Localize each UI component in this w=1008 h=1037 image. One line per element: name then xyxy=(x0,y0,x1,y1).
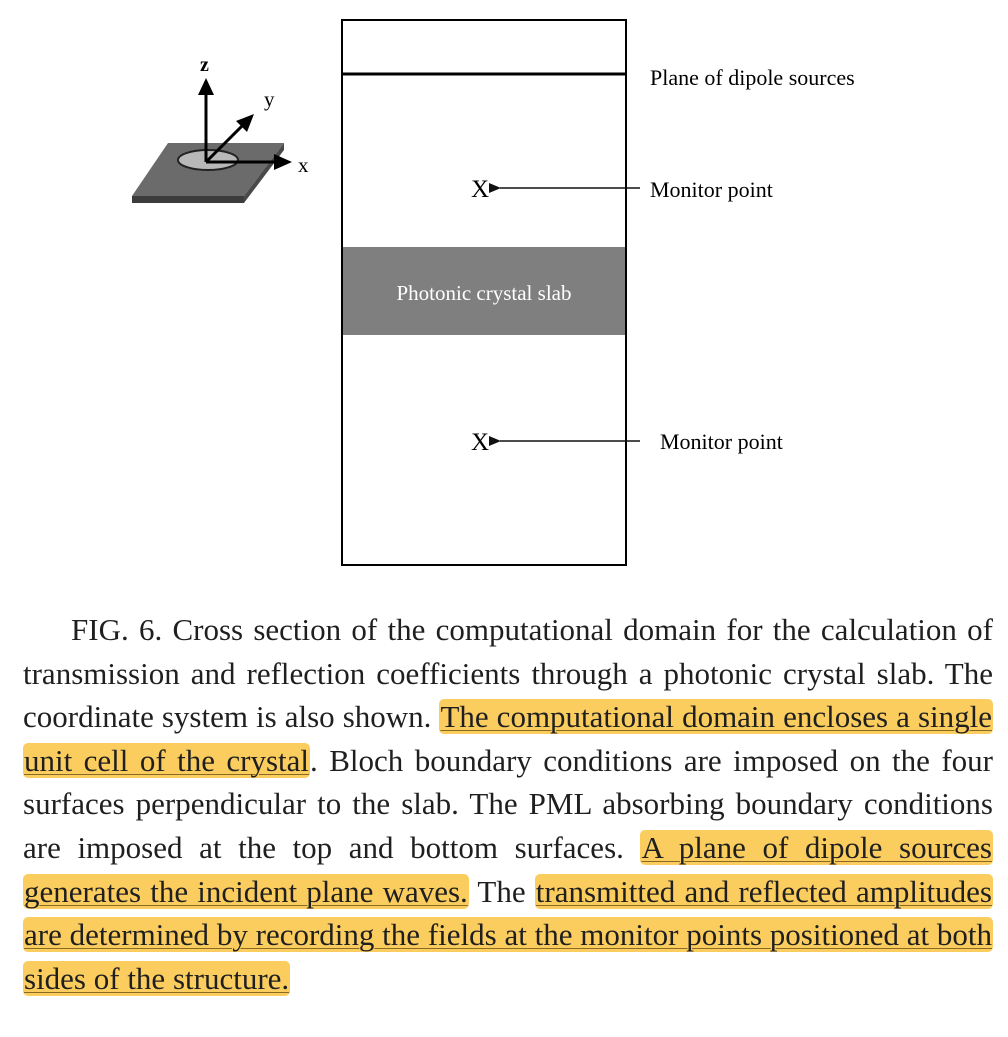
slab-label: Photonic crystal slab xyxy=(397,281,572,305)
y-axis-label: y xyxy=(264,87,275,111)
caption-text-part3: The xyxy=(468,873,535,909)
annotation-monitor-upper: Monitor point xyxy=(650,177,773,202)
x-axis-label: x xyxy=(298,153,309,177)
y-axis-arrowhead xyxy=(236,114,254,132)
caption-text-part2: . Bloch boundary conditions are imposed … xyxy=(23,742,993,865)
photonic-crystal-slab xyxy=(343,247,625,335)
figure-caption: FIG. 6. Cross section of the computation… xyxy=(23,608,993,1000)
coordinate-system: z y x xyxy=(132,54,309,203)
z-axis-label: z xyxy=(200,54,209,76)
computational-domain xyxy=(341,19,627,566)
caption-text-part1: FIG. 6. Cross section of the computation… xyxy=(23,612,993,735)
x-axis-arrowhead xyxy=(274,154,292,170)
annotation-monitor-lower: Monitor point xyxy=(660,429,783,454)
substrate-plate xyxy=(132,143,284,203)
y-axis xyxy=(204,123,245,164)
monitor-point-upper-marker: X xyxy=(471,176,489,203)
annotation-dipole-plane: Plane of dipole sources xyxy=(650,65,855,90)
monitor-point-lower-marker: X xyxy=(471,429,489,456)
figure-diagram: z y x Photonic crystal slab X X Plane of… xyxy=(132,19,855,566)
z-axis-arrowhead xyxy=(198,78,214,95)
